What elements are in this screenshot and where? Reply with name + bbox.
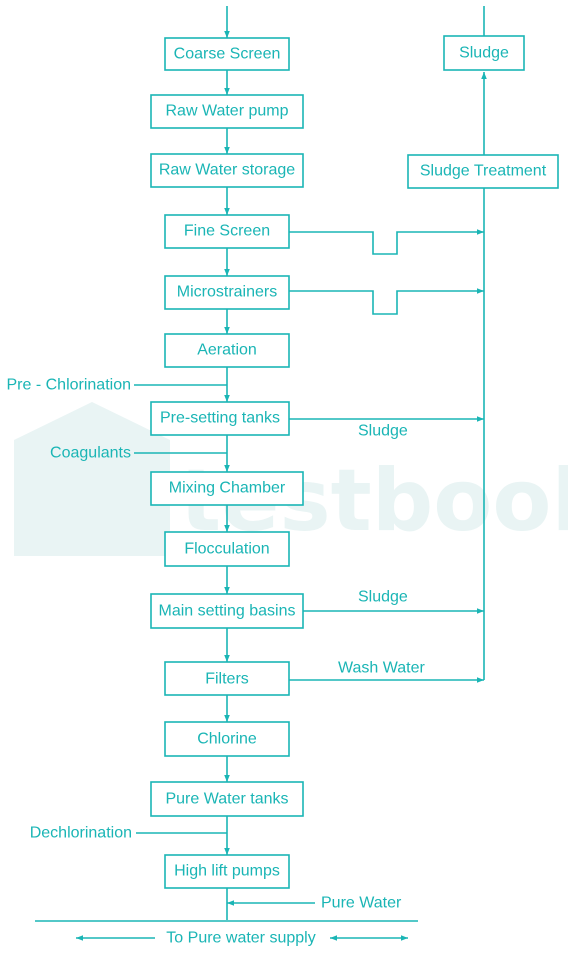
svg-text:Main setting basins: Main setting basins (159, 603, 296, 620)
svg-text:Pre-setting tanks: Pre-setting tanks (160, 410, 280, 427)
box-microstrainers: Microstrainers (164, 275, 290, 310)
svg-text:Sludge: Sludge (459, 45, 509, 62)
svg-text:Raw Water pump: Raw Water pump (166, 103, 289, 120)
box-raw-water-storage: Raw Water storage (150, 153, 304, 188)
box-raw-water-pump: Raw Water pump (150, 94, 304, 129)
box-mixing-chamber: Mixing Chamber (150, 471, 304, 506)
box-sludge-treatment: Sludge Treatment (407, 154, 559, 189)
label-pre-chlorination: Pre - Chlorination (7, 377, 132, 394)
label-sludge-pre-setting: Sludge (358, 423, 408, 440)
box-chlorine: Chlorine (164, 721, 290, 757)
svg-text:Coarse Screen: Coarse Screen (174, 46, 281, 63)
box-fine-screen: Fine Screen (164, 214, 290, 249)
svg-text:High lift pumps: High lift pumps (174, 863, 280, 880)
box-main-setting-basins: Main setting basins (150, 593, 304, 629)
svg-text:Filters: Filters (205, 671, 249, 688)
dosing-inputs (134, 384, 315, 906)
box-high-lift-pumps: High lift pumps (164, 854, 290, 889)
label-pure-water: Pure Water (321, 895, 402, 912)
svg-text:Fine Screen: Fine Screen (184, 223, 270, 240)
svg-text:Flocculation: Flocculation (184, 541, 269, 558)
sludge-connectors (289, 6, 487, 683)
supply-line (35, 920, 418, 941)
svg-text:Microstrainers: Microstrainers (177, 284, 277, 301)
box-pre-setting-tanks: Pre-setting tanks (150, 401, 290, 436)
box-filters: Filters (164, 661, 290, 696)
label-dechlorination: Dechlorination (30, 825, 132, 842)
svg-text:Chlorine: Chlorine (197, 731, 257, 748)
svg-text:Aeration: Aeration (197, 342, 257, 359)
label-sludge-main-setting: Sludge (358, 589, 408, 606)
svg-text:Mixing Chamber: Mixing Chamber (169, 480, 286, 497)
svg-text:Sludge Treatment: Sludge Treatment (420, 163, 547, 180)
label-coagulants: Coagulants (50, 445, 131, 462)
label-pure-water-supply: To Pure water supply (166, 930, 315, 947)
box-sludge: Sludge (443, 35, 525, 71)
label-wash-water: Wash Water (338, 660, 426, 677)
box-coarse-screen: Coarse Screen (164, 37, 290, 71)
box-flocculation: Flocculation (164, 531, 290, 567)
box-pure-water-tanks: Pure Water tanks (150, 781, 304, 817)
box-aeration: Aeration (164, 333, 290, 368)
svg-text:Raw Water storage: Raw Water storage (159, 162, 295, 179)
svg-text:Pure Water tanks: Pure Water tanks (165, 791, 288, 808)
